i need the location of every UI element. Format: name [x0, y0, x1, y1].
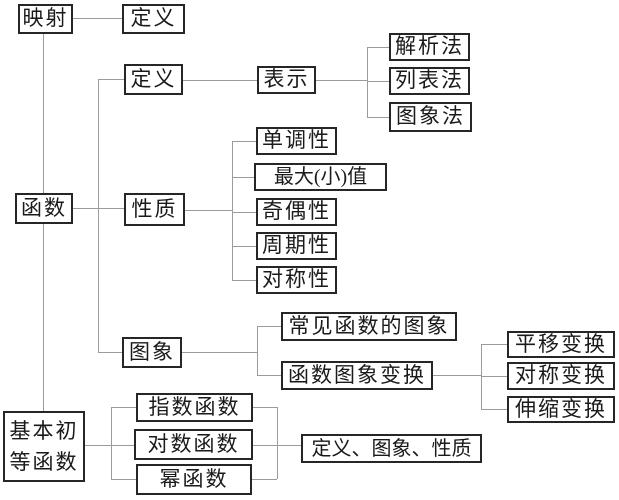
- connector: [232, 212, 256, 213]
- connector: [98, 79, 99, 353]
- node-graph-method: 图象法: [389, 102, 472, 132]
- connector: [98, 79, 124, 80]
- connector: [232, 246, 256, 247]
- connector: [232, 141, 233, 280]
- node-translation-transform: 平移变换: [507, 331, 615, 358]
- node-mapping-definition: 定义: [122, 4, 185, 34]
- node-basic-elementary-functions: 基本初等函数: [3, 411, 85, 482]
- connector: [253, 407, 277, 408]
- node-mapping: 映射: [18, 4, 73, 34]
- connector: [257, 326, 281, 327]
- node-scaling-transform: 伸缩变换: [507, 396, 615, 423]
- node-common-graphs: 常见函数的图象: [281, 312, 457, 341]
- connector: [257, 326, 258, 375]
- connector: [232, 280, 256, 281]
- node-function: 函数: [15, 193, 73, 224]
- node-max-min-value: 最大(小)值: [254, 163, 387, 191]
- connector: [232, 177, 254, 178]
- node-representation: 表示: [257, 66, 316, 94]
- node-analytic-method: 解析法: [389, 33, 470, 61]
- connector: [257, 375, 281, 376]
- node-symmetry: 对称性: [256, 266, 337, 294]
- node-parity: 奇偶性: [256, 198, 337, 226]
- node-list-method: 列表法: [389, 67, 470, 95]
- connector: [252, 479, 277, 480]
- node-graph: 图象: [122, 337, 182, 368]
- connector: [433, 375, 481, 376]
- node-function-definition: 定义: [124, 64, 183, 95]
- connector: [481, 409, 507, 410]
- connector: [232, 141, 256, 142]
- connector: [43, 34, 44, 193]
- connector: [316, 80, 367, 81]
- node-periodicity: 周期性: [256, 232, 337, 260]
- connector: [85, 445, 111, 446]
- connector: [111, 407, 136, 408]
- connector: [277, 445, 301, 446]
- node-graph-transform: 函数图象变换: [281, 361, 433, 390]
- connector: [481, 344, 507, 345]
- node-definition-graph-property: 定义、图象、性质: [301, 434, 482, 463]
- connector: [98, 352, 122, 353]
- node-logarithmic-function: 对数函数: [134, 429, 253, 460]
- connector: [111, 407, 112, 479]
- connector: [367, 47, 389, 48]
- connector: [73, 18, 122, 19]
- node-monotonicity: 单调性: [256, 127, 337, 155]
- connector: [183, 80, 257, 81]
- node-symmetric-transform: 对称变换: [507, 362, 615, 390]
- connector: [367, 81, 389, 82]
- connector: [481, 376, 507, 377]
- node-exponential-function: 指数函数: [136, 393, 253, 422]
- connector: [182, 352, 257, 353]
- connector: [111, 445, 134, 446]
- connector: [111, 479, 136, 480]
- connector: [277, 407, 278, 479]
- connector: [367, 117, 389, 118]
- connector: [253, 445, 277, 446]
- connector: [185, 210, 232, 211]
- node-power-function: 幂函数: [136, 464, 252, 495]
- connector: [43, 224, 44, 411]
- connector: [367, 47, 368, 117]
- node-property: 性质: [124, 193, 185, 226]
